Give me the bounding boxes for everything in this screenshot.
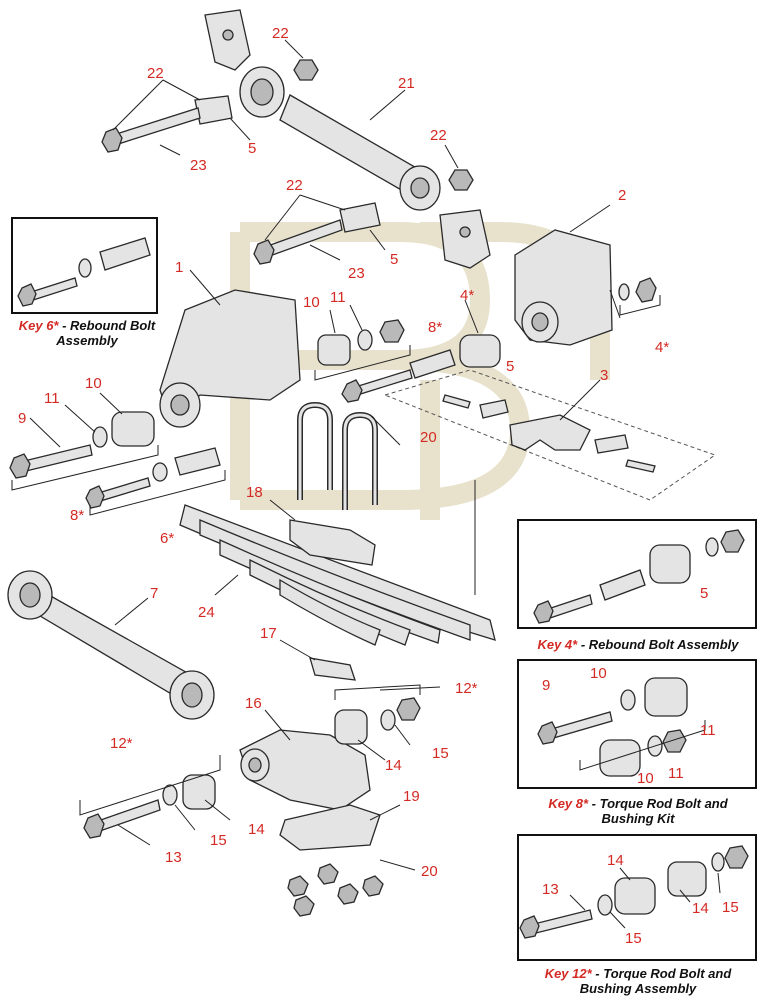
spring-top-pad: [289, 519, 376, 566]
callout-15: 15: [432, 745, 449, 762]
bushing-parts-mid: [9, 319, 501, 509]
callout-4: 4*: [655, 339, 669, 356]
key4-box: [517, 519, 757, 629]
callout-numbers: 22 22 21 22 5 23 22 2 23 5 1 4* 10 11 8*…: [18, 25, 739, 947]
callout-4: 4*: [460, 287, 474, 304]
callout-16: 16: [245, 695, 262, 712]
key8-parts: [537, 677, 706, 777]
callout-22: 22: [286, 177, 303, 194]
callout-22: 22: [430, 127, 447, 144]
callout-23: 23: [190, 157, 207, 174]
key6-desc: Rebound Bolt: [70, 318, 156, 333]
callout-12: 12*: [110, 735, 133, 752]
callout-5: 5: [506, 358, 514, 375]
bottom-plate: [279, 804, 381, 851]
callout-14: 14: [248, 821, 265, 838]
callout-7: 7: [150, 585, 158, 602]
callout-12: 12*: [455, 680, 478, 697]
callout-10: 10: [637, 770, 654, 787]
axle-seat: [239, 729, 371, 811]
key8-caption: Key 8* - Torque Rod Bolt and Bushing Kit: [548, 796, 728, 826]
callout-1: 1: [175, 259, 183, 276]
key6-parts: [17, 237, 151, 307]
group-brackets: [11, 295, 661, 816]
callout-2: 2: [618, 187, 626, 204]
bushing-parts-lower: [83, 697, 421, 839]
torque-rod-upper: [101, 9, 491, 269]
torque-rod-lower: [7, 570, 215, 720]
callout-15: 15: [210, 832, 227, 849]
callout-18: 18: [246, 484, 263, 501]
callout-19: 19: [403, 788, 420, 805]
callout-20: 20: [421, 863, 438, 880]
callout-5: 5: [700, 585, 708, 602]
callout-17: 17: [260, 625, 277, 642]
spacer-block: [309, 657, 356, 681]
callout-10: 10: [590, 665, 607, 682]
callout-20: 20: [420, 429, 437, 446]
key8-label: Key 8*: [548, 796, 589, 811]
callout-11: 11: [44, 390, 60, 407]
callout-24: 24: [198, 604, 215, 621]
key8-box: [517, 659, 757, 789]
key4-label: Key 4*: [537, 637, 578, 652]
key12-label: Key 12*: [544, 966, 592, 981]
callout-11: 11: [330, 289, 346, 306]
callout-3: 3: [600, 367, 608, 384]
key12-box: [517, 834, 757, 961]
callout-10: 10: [303, 294, 320, 311]
key8-desc2: Bushing Kit: [601, 811, 675, 826]
callout-6: 6*: [160, 530, 174, 547]
bracket-3-parts: [442, 394, 656, 473]
callout-8: 8*: [70, 507, 84, 524]
callout-22: 22: [272, 25, 289, 42]
callout-9: 9: [542, 677, 550, 694]
key12-caption: Key 12* - Torque Rod Bolt and Bushing As…: [544, 966, 732, 996]
callout-13: 13: [165, 849, 182, 866]
dashed-group-3: [383, 369, 717, 501]
callout-9: 9: [18, 410, 26, 427]
key4-desc: Rebound Bolt Assembly: [588, 637, 739, 652]
callout-23: 23: [348, 265, 365, 282]
callout-21: 21: [398, 75, 415, 92]
key12-parts: [519, 845, 749, 939]
callout-13: 13: [542, 881, 559, 898]
callout-8: 8*: [428, 319, 442, 336]
key12-desc2: Bushing Assembly: [579, 981, 697, 996]
callout-5: 5: [248, 140, 256, 157]
spring-hanger-rear: [514, 229, 657, 346]
callout-22: 22: [147, 65, 164, 82]
leader-lines: [29, 39, 621, 871]
callout-11: 11: [700, 722, 716, 739]
key6-desc2: Assembly: [56, 333, 118, 348]
callout-10: 10: [85, 375, 102, 392]
leaf-spring: [179, 504, 496, 646]
key6-caption: Key 6* - Rebound Bolt Assembly: [18, 318, 156, 348]
callout-14: 14: [385, 757, 402, 774]
callout-11: 11: [668, 765, 684, 782]
key6-label: Key 6*: [18, 318, 59, 333]
key4-parts: [533, 529, 745, 624]
key8-desc: Torque Rod Bolt and: [599, 796, 728, 811]
key4-caption: Key 4* - Rebound Bolt Assembly: [537, 637, 739, 652]
callout-15: 15: [722, 899, 739, 916]
callout-5: 5: [390, 251, 398, 268]
key12-desc: Torque Rod Bolt and: [603, 966, 732, 981]
nuts: [287, 863, 384, 917]
callout-14: 14: [607, 852, 624, 869]
callout-15: 15: [625, 930, 642, 947]
callout-14: 14: [692, 900, 709, 917]
spring-hanger-front: [159, 289, 301, 428]
key6-box: [11, 217, 158, 314]
